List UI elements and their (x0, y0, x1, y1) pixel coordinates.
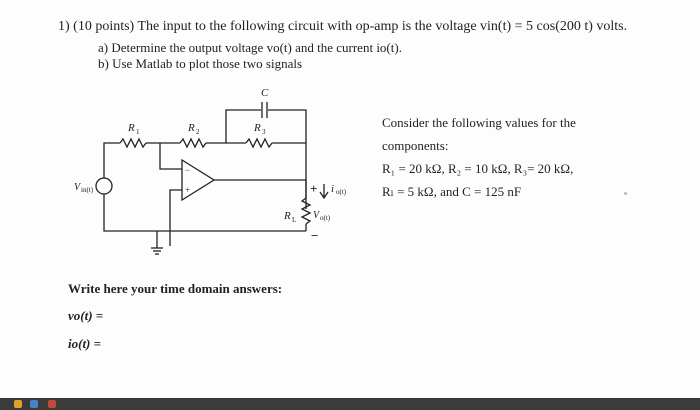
opamp-plus-label: + (185, 185, 190, 195)
r3-resistor (245, 137, 273, 149)
wire-cap-right (268, 109, 307, 143)
io-answer-label: io(t) = (68, 336, 101, 352)
r1-label: R (127, 122, 135, 134)
question-text: The input to the following circuit with … (137, 19, 477, 34)
wire-vin-to-r1 (103, 142, 120, 178)
question-expression: vin(t) = 5 cos(200 t) volts. (480, 19, 628, 34)
part-a: a) Determine the output voltage vo(t) an… (98, 40, 402, 55)
question-parts: a) Determine the output voltage vo(t) an… (98, 40, 402, 72)
r2-resistor (179, 137, 207, 149)
vin-source-symbol (95, 177, 113, 195)
values-line-3: R₁ = 20 kΩ, R₂ = 10 kΩ, R₃= 20 kΩ, (382, 161, 574, 176)
wire-r3-to-out (272, 142, 307, 209)
question-line: 1) (10 points) The input to the followin… (58, 19, 627, 35)
wire-node-to-opamp-minus (159, 143, 182, 170)
rl-label: R (283, 210, 291, 222)
io-label: i (331, 183, 334, 195)
vo-label: V (313, 210, 321, 221)
vin-sub: in(t) (81, 186, 94, 194)
values-line-4: Rₗ = 5 kΩ, and C = 125 nF (382, 184, 522, 199)
r2-sub: 2 (196, 128, 200, 136)
part-b: b) Use Matlab to plot those two signals (98, 56, 303, 71)
rl-sub: L (292, 216, 296, 224)
wire-opamp-plus (169, 189, 182, 246)
values-line-2: components: (382, 138, 449, 153)
io-answer-text: io(t) = (68, 336, 102, 351)
cap-label: C (261, 87, 269, 99)
vin-label: V (74, 182, 82, 193)
vo-answer-text: vo(t) = (68, 308, 104, 323)
rl-resistor (300, 197, 312, 225)
wire-cap-left (225, 109, 261, 143)
values-line-1: Consider the following values for the (382, 115, 576, 130)
bottom-taskbar (0, 398, 700, 410)
vo-answer-label: vo(t) = (68, 308, 103, 324)
component-values: Consider the following values for the co… (382, 110, 576, 202)
wire-ground-bus (103, 194, 306, 232)
opamp-minus-label: − (185, 165, 190, 175)
question-points: (10 points) (73, 19, 135, 34)
io-sub: o(t) (336, 188, 347, 196)
r1-resistor (119, 137, 147, 149)
vo-sub: o(t) (320, 214, 331, 222)
dock-icon-1[interactable] (14, 400, 22, 408)
answers-heading: Write here your time domain answers: (68, 281, 283, 296)
question-number: 1) (58, 19, 70, 34)
r3-label: R (253, 122, 261, 134)
r2-label: R (187, 122, 195, 134)
dock-icon-3[interactable] (48, 400, 56, 408)
vo-plus: + (310, 181, 317, 196)
io-arrow (319, 184, 329, 200)
stray-mark (624, 192, 627, 195)
dock-icon-2[interactable] (30, 400, 38, 408)
opamp-symbol (181, 158, 216, 202)
vo-minus: − (311, 228, 318, 243)
r1-sub: 1 (136, 128, 140, 136)
r3-sub: 3 (262, 128, 266, 136)
